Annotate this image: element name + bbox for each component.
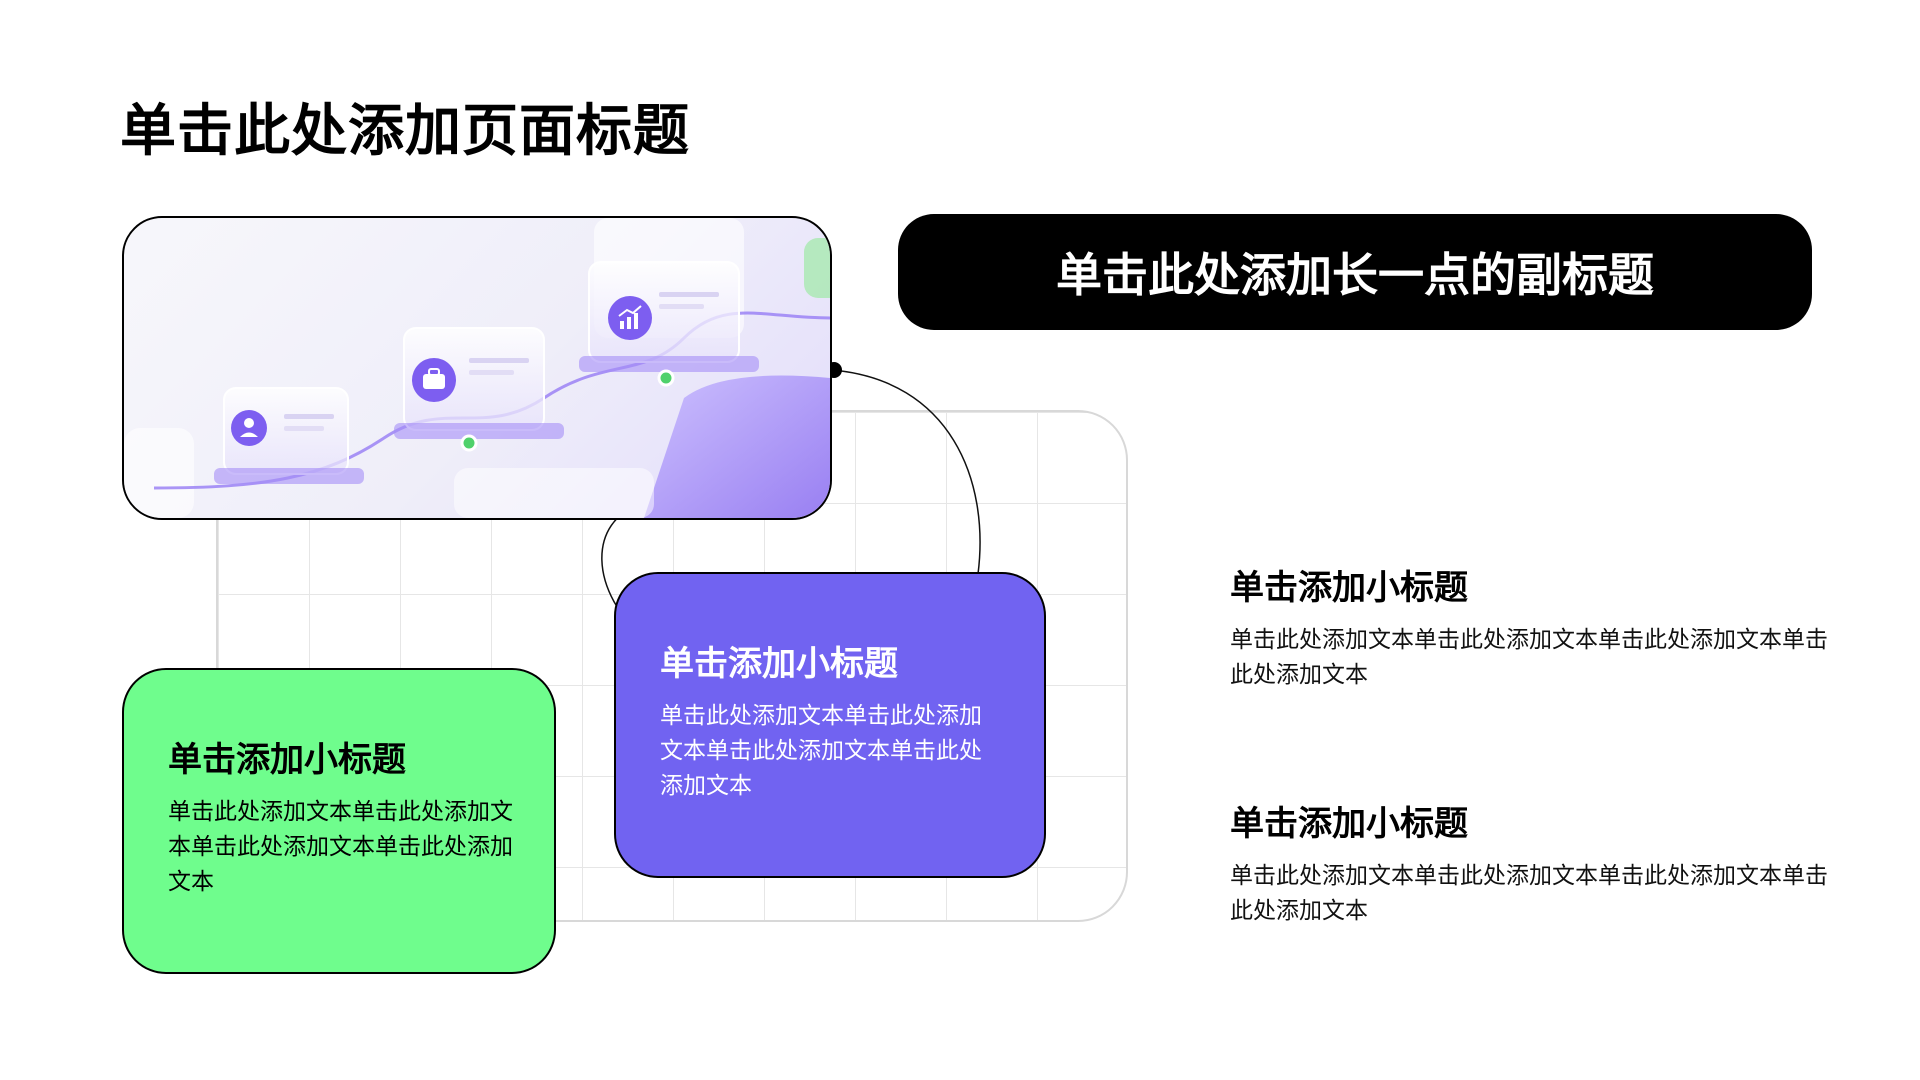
glass-card-3	[579, 261, 759, 372]
green-card: 单击添加小标题 单击此处添加文本单击此处添加文本单击此处添加文本单击此处添加文本	[122, 668, 556, 974]
side-block-2-body: 单击此处添加文本单击此处添加文本单击此处添加文本单击此处添加文本	[1230, 863, 1828, 924]
glass-card-1	[214, 387, 364, 484]
page-title: 单击此处添加页面标题	[120, 99, 690, 164]
side-block-1: 单击添加小标题 单击此处添加文本单击此处添加文本单击此处添加文本单击此处添加文本	[1230, 560, 1830, 693]
bar-chart-icon	[608, 296, 652, 340]
subtitle-bar: 单击此处添加长一点的副标题	[898, 214, 1812, 330]
green-card-title: 单击添加小标题	[168, 740, 406, 780]
side-block-2: 单击添加小标题 单击此处添加文本单击此处添加文本单击此处添加文本单击此处添加文本	[1230, 796, 1830, 929]
purple-card-title: 单击添加小标题	[660, 644, 898, 684]
briefcase-icon	[412, 358, 456, 402]
purple-card: 单击添加小标题 单击此处添加文本单击此处添加文本单击此处添加文本单击此处添加文本	[614, 572, 1046, 878]
image-card	[122, 216, 832, 520]
purple-card-body: 单击此处添加文本单击此处添加文本单击此处添加文本单击此处添加文本	[660, 703, 982, 799]
subtitle-text: 单击此处添加长一点的副标题	[1056, 248, 1654, 302]
side-block-2-title: 单击添加小标题	[1230, 804, 1468, 844]
side-block-1-body: 单击此处添加文本单击此处添加文本单击此处添加文本单击此处添加文本	[1230, 627, 1828, 688]
glass-card-2	[394, 327, 564, 439]
green-card-body: 单击此处添加文本单击此处添加文本单击此处添加文本单击此处添加文本	[168, 799, 513, 895]
user-icon	[231, 410, 267, 446]
side-block-1-title: 单击添加小标题	[1230, 568, 1468, 608]
